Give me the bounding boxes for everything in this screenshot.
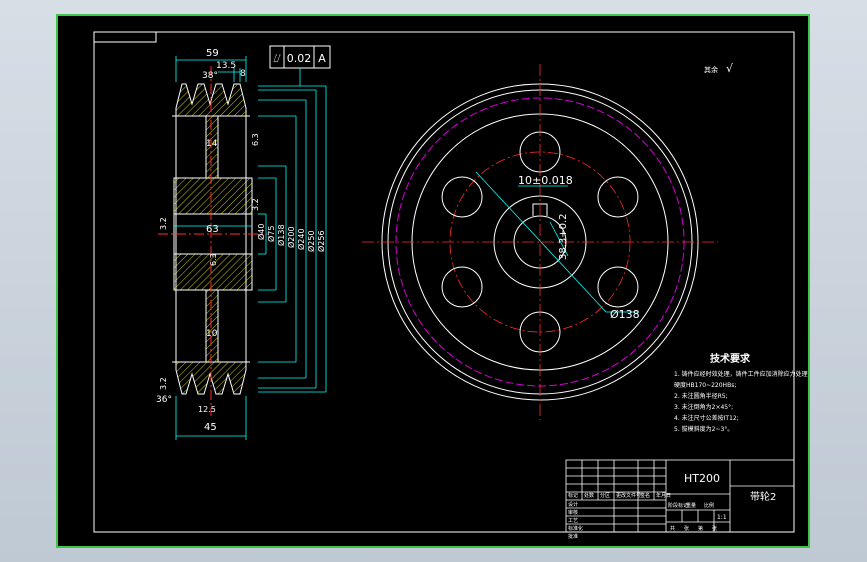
dim-groove-angle-bottom: 36° xyxy=(156,395,172,405)
dim-dia-holes: Ø138 xyxy=(276,224,286,246)
notes-title: 技术要求 xyxy=(710,352,751,365)
dim-dia-inner-rim: Ø240 xyxy=(296,228,306,250)
dim-groove-angle-top: 38° xyxy=(202,71,218,81)
tolerance-value: 0.02 xyxy=(287,52,312,65)
lightening-hole xyxy=(441,266,483,308)
bottom-web xyxy=(205,289,219,363)
title-block-sheet: 张 xyxy=(684,525,689,532)
roughness-5: 3.2 xyxy=(159,377,168,390)
material: HT200 xyxy=(684,472,720,485)
lightening-hole xyxy=(597,266,639,308)
title-block-stage: 比例 xyxy=(704,502,714,509)
note-line: 3. 未注倒角为2×45°; xyxy=(674,403,733,411)
scale-value: 1:1 xyxy=(717,514,727,521)
dim-dia-outer: Ø256 xyxy=(316,230,326,252)
tolerance-symbol: ⌰ xyxy=(273,52,281,65)
dim-keyway-width: 10±0.018 xyxy=(518,174,573,187)
title-block-label: 分区 xyxy=(600,492,610,499)
title-block-role: 审核 xyxy=(568,509,578,516)
tolerance-frame: ⌰ 0.02 A xyxy=(269,45,331,86)
title-block-sheet: 共 xyxy=(670,525,675,532)
note-line: 1. 铸件应经时效处理，铸件工件应加消除应力处理 xyxy=(674,370,808,378)
roughness-note-label: 其余 xyxy=(704,65,718,74)
dim-width-top: 59 xyxy=(206,48,219,59)
dim-keyway-depth: 38.3+0.2 xyxy=(558,213,569,260)
dim-bore-len: 63 xyxy=(206,224,219,235)
title-block-label: 标记 xyxy=(568,492,578,499)
roughness-2: 3.2 xyxy=(251,198,260,211)
technical-notes: 技术要求 1. 铸件应经时效处理，铸件工件应加消除应力处理 硬度HB170~22… xyxy=(674,352,808,433)
top-rim xyxy=(175,83,247,117)
title-block-role: 工艺 xyxy=(568,518,578,524)
pitch-circle xyxy=(395,97,685,387)
front-view: 10±0.018 38.3+0.2 Ø138 xyxy=(362,64,718,420)
bottom-dims xyxy=(174,225,252,440)
title-block-label: 签名 xyxy=(640,492,650,499)
bottom-rim xyxy=(175,361,247,395)
roughness-6: 12.5 xyxy=(198,405,216,414)
leader-holes xyxy=(475,171,607,313)
part-name: 带轮2 xyxy=(750,490,776,503)
title-block-role: 设计 xyxy=(568,501,578,508)
dim-dia-bore: Ø40 xyxy=(256,224,266,240)
dim-web-bottom: 10 xyxy=(206,329,218,339)
title-block-role: 标准化 xyxy=(568,525,583,532)
lightening-hole xyxy=(441,176,483,218)
dim-groove-pitch: 13.5 xyxy=(216,61,236,71)
title-block-label: 年月日 xyxy=(656,492,671,499)
dim-dia-pitch: Ø250 xyxy=(306,230,316,252)
note-line: 硬度HB170~220HBs; xyxy=(674,381,736,389)
top-dims xyxy=(175,56,247,82)
tolerance-datum: A xyxy=(318,52,326,65)
drawing-frame: ⌰ 0.02 A 59 13.5 8 38° 14 63 10 36° 45 xyxy=(56,14,810,548)
title-block-stage: 阶段标记 xyxy=(668,502,688,509)
title-block-sheet: 第 xyxy=(698,525,703,532)
inner-border xyxy=(93,31,795,533)
dim-width-bottom: 45 xyxy=(204,422,217,433)
roughness-1: 6.3 xyxy=(251,133,260,146)
roughness-note: 其余 √ xyxy=(704,62,734,75)
dim-hole-circle: Ø138 xyxy=(610,308,640,321)
title-block-label: 更改文件号 xyxy=(616,492,641,499)
title-block-role: 批准 xyxy=(568,533,578,540)
roughness-3: 3.2 xyxy=(159,217,168,230)
lightening-hole xyxy=(597,176,639,218)
note-line: 2. 未注圆角半径R5; xyxy=(674,392,728,400)
drawing-canvas: ⌰ 0.02 A 59 13.5 8 38° 14 63 10 36° 45 xyxy=(93,31,808,540)
note-line: 4. 未注尺寸公差按IT12; xyxy=(674,414,739,422)
title-block-label: 处数 xyxy=(584,492,594,499)
diameter-dims xyxy=(258,85,327,393)
title-block-stage: 重量 xyxy=(686,502,696,509)
dim-dia-hub: Ø75 xyxy=(266,226,276,242)
corner-box xyxy=(93,31,157,43)
note-line: 5. 拔模斜度为2~3°。 xyxy=(674,425,733,433)
dim-dia-web: Ø200 xyxy=(286,226,296,248)
leader-keyway-depth xyxy=(549,221,569,257)
title-block-sheet: 张 xyxy=(712,525,717,532)
side-view: ⌰ 0.02 A 59 13.5 8 38° 14 63 10 36° 45 xyxy=(156,45,331,440)
dim-groove-edge: 8 xyxy=(240,69,246,79)
roughness-4: 6.3 xyxy=(209,253,218,266)
dim-rim-web: 14 xyxy=(206,139,218,149)
title-block xyxy=(565,459,795,533)
roughness-note-symbol: √ xyxy=(726,62,734,75)
